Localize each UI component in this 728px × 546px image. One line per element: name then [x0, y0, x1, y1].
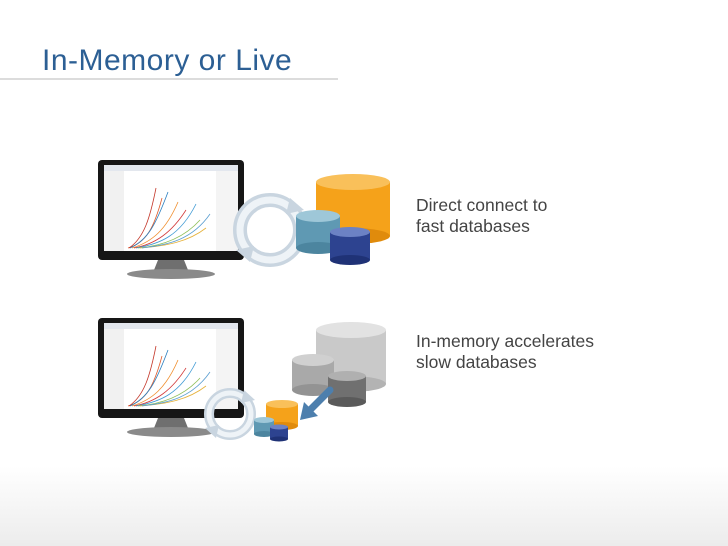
title-underline: [0, 78, 338, 80]
caption-line: Direct connect to: [416, 195, 548, 215]
background-gradient: [0, 466, 728, 546]
cycle-arrows-icon: [204, 388, 256, 440]
monitor-frame: [98, 160, 244, 260]
database-small-dark-grey-icon: [328, 371, 366, 407]
monitor-illustration: [98, 160, 244, 279]
caption-line: slow databases: [416, 352, 537, 372]
caption-in-memory: In-memory accelerates slow databases: [416, 331, 594, 373]
monitor-stand: [127, 260, 215, 279]
dashboard-screen: [104, 165, 238, 251]
caption-line: In-memory accelerates: [416, 331, 594, 351]
slide-title: In-Memory or Live: [42, 44, 293, 77]
database-small-teal-icon: [254, 417, 274, 437]
slow-database-cluster: [292, 322, 386, 407]
database-cluster: [296, 174, 390, 265]
database-medium-grey-icon: [292, 354, 334, 396]
in-memory-database-cluster: [254, 400, 298, 442]
database-small-navy-icon: [330, 227, 370, 265]
database-tiny-navy-icon: [270, 424, 288, 442]
caption-live-connection: Direct connect to fast databases: [416, 195, 547, 237]
monitor-stand: [127, 418, 215, 437]
caption-line: fast databases: [416, 216, 530, 236]
extract-arrow-icon: [300, 386, 334, 420]
